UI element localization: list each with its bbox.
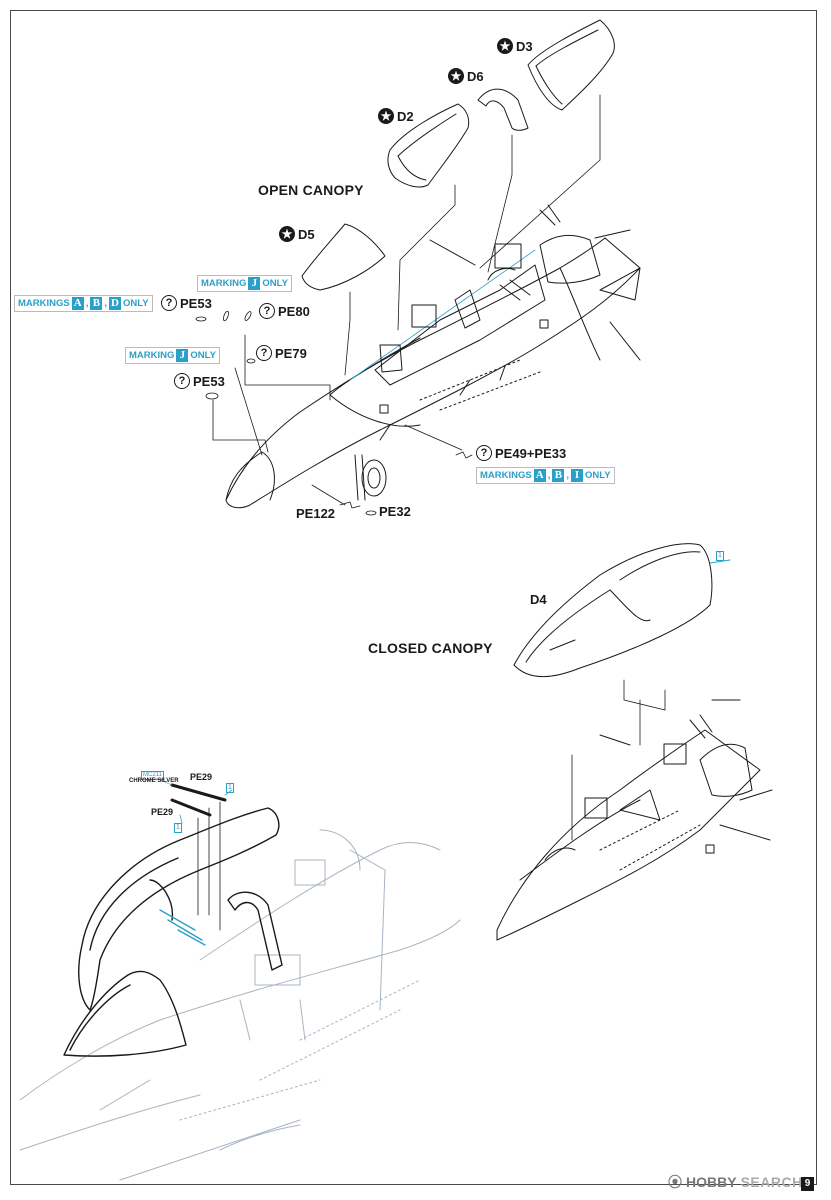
label-d4: D4: [530, 592, 547, 607]
label-pe53-upper: ?PE53: [161, 295, 212, 311]
canopy-part-d6: [477, 88, 529, 131]
page-border: [10, 10, 817, 1185]
label-pe79: ?PE79: [256, 345, 307, 361]
marking-abi-only: MARKINGS A, B, I ONLY: [476, 467, 615, 484]
label-pe32: PE32: [379, 504, 411, 519]
callout-number-c: 1: [716, 551, 724, 561]
star-in-circle-icon: ★: [279, 226, 295, 242]
marking-j-only-upper: MARKING J ONLY: [197, 275, 292, 292]
canopy-part-d3: [527, 19, 615, 111]
question-circle-icon: ?: [259, 303, 275, 319]
canopy-part-d4: [513, 543, 731, 678]
heading-open-canopy: OPEN CANOPY: [258, 182, 364, 198]
fuselage-closed-canopy: [496, 679, 773, 941]
star-in-circle-icon: ★: [497, 38, 513, 54]
question-circle-icon: ?: [256, 345, 272, 361]
watermark: ⦿ HOBBY SEARCH: [668, 1174, 803, 1190]
fuselage-open-canopy: [225, 204, 641, 509]
question-circle-icon: ?: [161, 295, 177, 311]
detail-ghost-fuselage: [19, 829, 461, 1181]
label-d2: ★D2: [378, 108, 414, 124]
marking-abd-only: MARKINGS A, B, D ONLY: [14, 295, 153, 312]
label-pe29-b: PE29: [151, 807, 174, 817]
label-pe29-a: PE29: [190, 772, 213, 782]
canopy-part-d2: [387, 103, 470, 188]
label-d5: ★D5: [279, 226, 315, 242]
question-circle-icon: ?: [174, 373, 190, 389]
leader-lines-open: [212, 94, 601, 506]
detail-canopy: [63, 807, 283, 1057]
callout-number-a: 1: [226, 783, 234, 793]
question-circle-icon: ?: [476, 445, 492, 461]
star-in-circle-icon: ★: [448, 68, 464, 84]
label-pe53-lower: ?PE53: [174, 373, 225, 389]
label-pe49-pe33: ?PE49+PE33: [476, 445, 566, 461]
paint-code-tag: MC211: [141, 771, 164, 780]
page-number: 9: [801, 1177, 814, 1191]
hobby-logo-icon: ⦿: [668, 1174, 682, 1190]
marking-j-only-lower: MARKING J ONLY: [125, 347, 220, 364]
callout-number-b: 1: [174, 823, 182, 833]
photo-etch-small-parts: [195, 310, 473, 516]
label-d3: ★D3: [497, 38, 533, 54]
pe29-parts: [154, 777, 233, 931]
label-pe122: PE122: [296, 506, 336, 521]
star-in-circle-icon: ★: [378, 108, 394, 124]
heading-closed-canopy: CLOSED CANOPY: [368, 640, 493, 656]
paint-name: CHROME SILVER: [129, 778, 179, 784]
canopy-part-d5: [301, 223, 386, 291]
label-pe80: ?PE80: [259, 303, 310, 319]
label-d6: ★D6: [448, 68, 484, 84]
